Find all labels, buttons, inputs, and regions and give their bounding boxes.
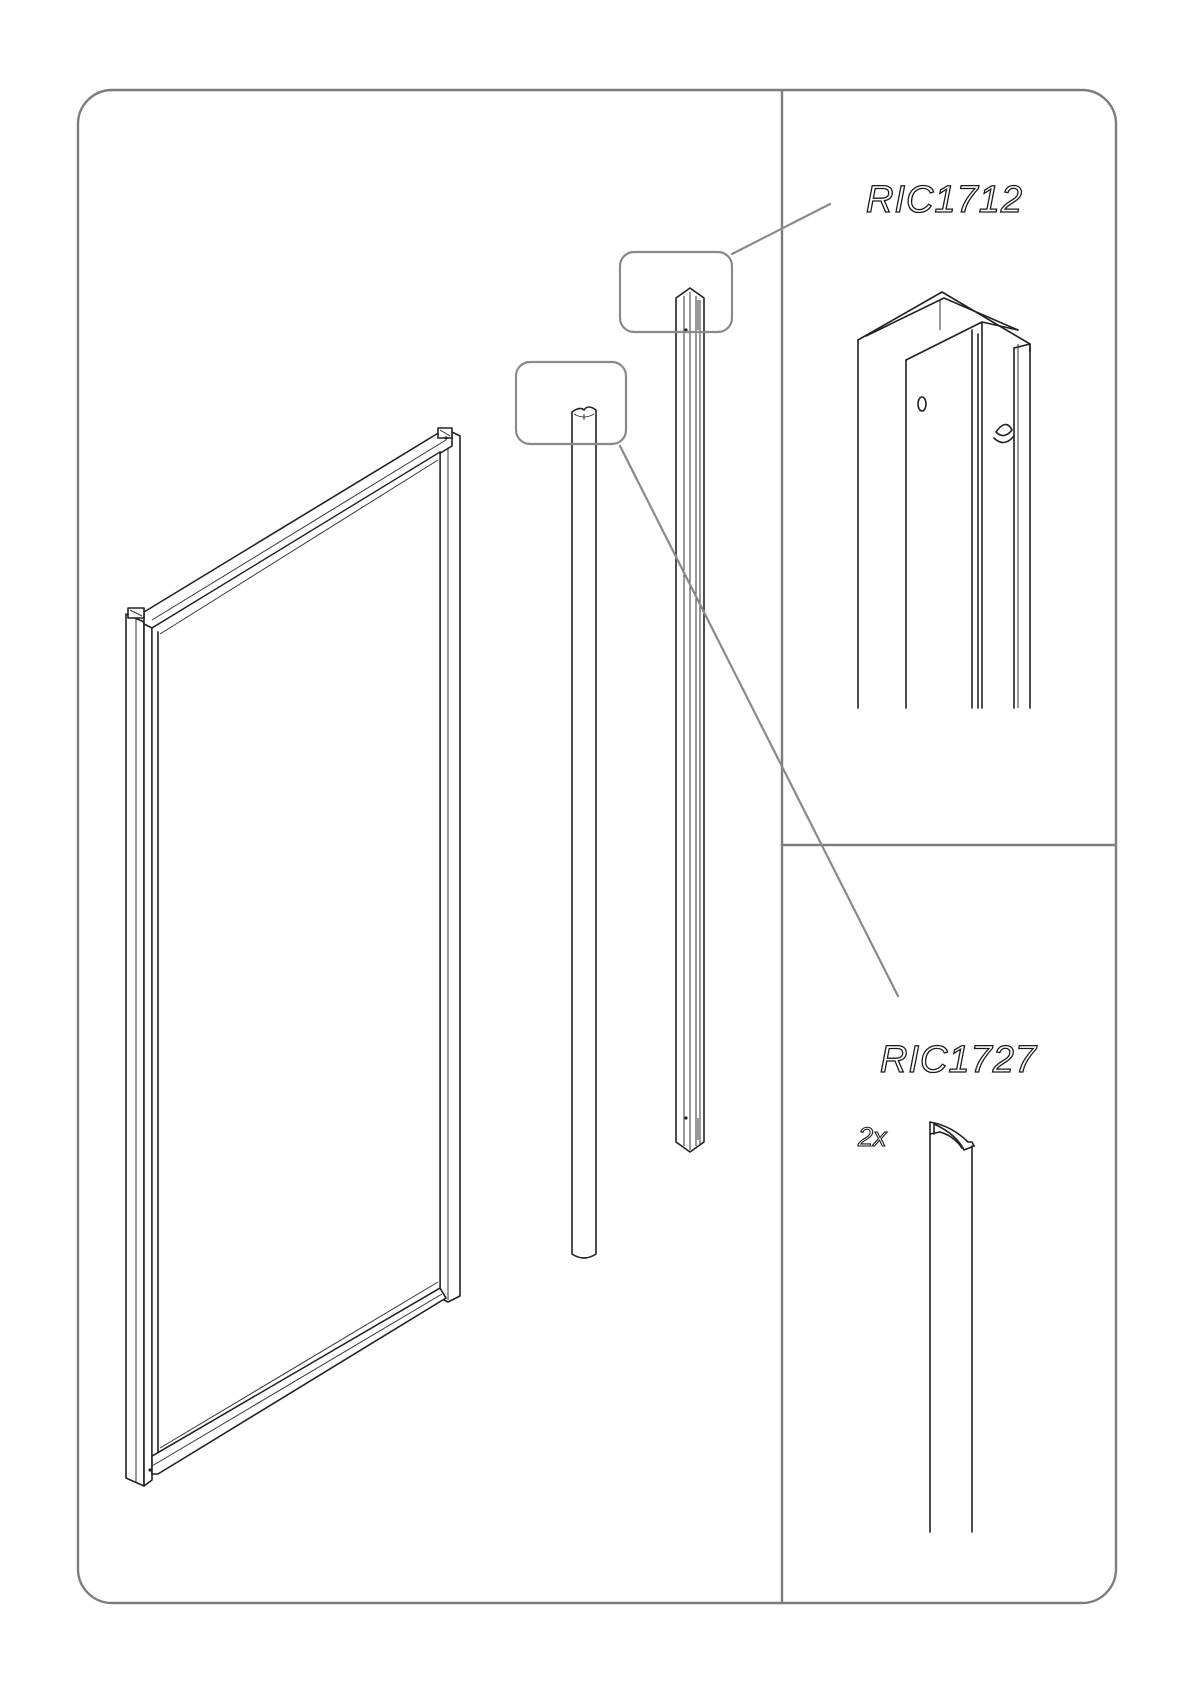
panel-ric1727: RIC1727 2x [857,1039,1038,1532]
leader-ric1727 [620,446,898,996]
cover-profile-detail [930,1122,974,1532]
wall-profile-detail [858,292,1030,708]
wall-profile [676,288,704,1152]
screw-hole [918,397,926,411]
callout-box-cover-profile [516,362,626,444]
part-code-ric1727: RIC1727 [880,1039,1038,1081]
slot-hole [996,424,1012,435]
panel-ric1712: RIC1712 [858,179,1030,708]
glass-pane [152,452,440,1456]
round-cover-profile [572,407,596,1258]
part-code-ric1712: RIC1712 [866,179,1023,221]
quantity-label: 2x [857,1122,888,1152]
glass-panel-frame [126,428,460,1486]
